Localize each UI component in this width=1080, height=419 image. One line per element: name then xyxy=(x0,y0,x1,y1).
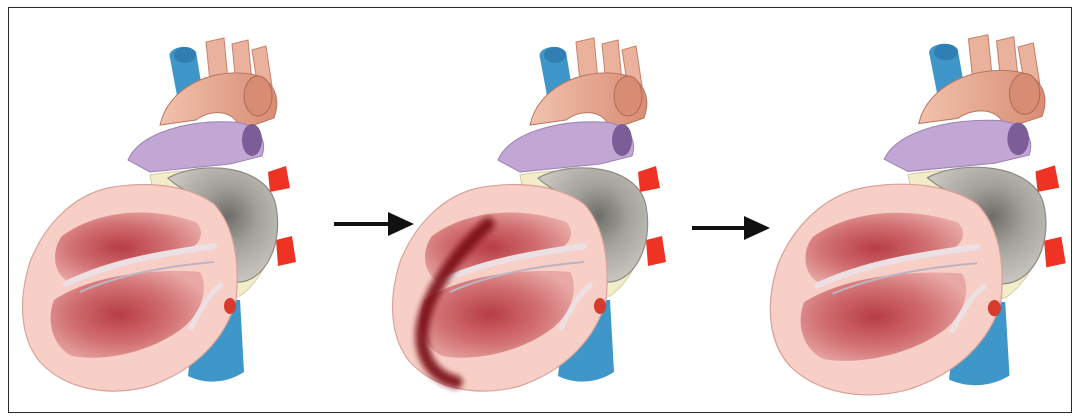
heart-normal xyxy=(23,38,296,391)
arrow-1 xyxy=(334,212,414,236)
heart-remodeled xyxy=(770,35,1065,395)
heart-infarct xyxy=(393,38,666,391)
arrow-2 xyxy=(692,216,770,240)
